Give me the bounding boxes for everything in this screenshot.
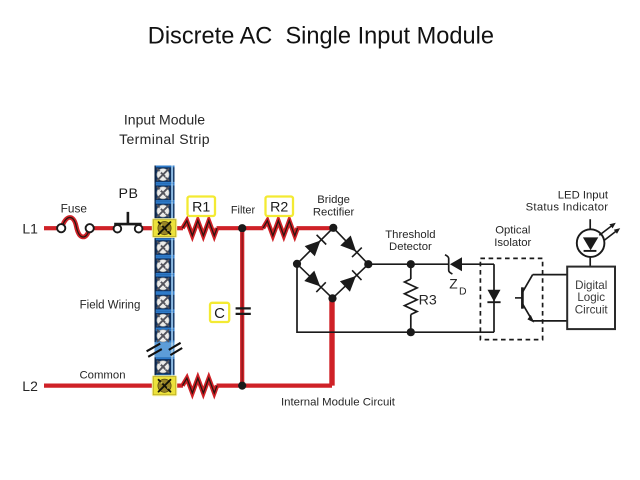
svg-text:Input Module: Input Module — [124, 112, 205, 128]
svg-text:Threshold: Threshold — [385, 229, 435, 241]
svg-text:Isolator: Isolator — [494, 237, 531, 249]
svg-text:Filter: Filter — [231, 205, 256, 217]
svg-text:D: D — [459, 286, 467, 298]
svg-text:Bridge: Bridge — [317, 194, 350, 206]
svg-text:Common: Common — [79, 369, 125, 381]
svg-text:Detector: Detector — [389, 241, 432, 253]
svg-text:R3: R3 — [419, 292, 437, 308]
svg-text:Status Indicator: Status Indicator — [526, 202, 609, 214]
svg-text:Field Wiring: Field Wiring — [80, 299, 141, 311]
svg-text:PB: PB — [119, 186, 139, 202]
svg-text:Rectifier: Rectifier — [313, 206, 355, 218]
svg-text:Internal Module Circuit: Internal Module Circuit — [281, 397, 396, 409]
svg-text:L2: L2 — [22, 378, 38, 394]
svg-text:Optical: Optical — [495, 225, 530, 237]
svg-text:R1: R1 — [192, 199, 210, 215]
svg-text:Circuit: Circuit — [575, 304, 609, 317]
svg-text:Digital: Digital — [575, 279, 607, 292]
svg-text:C: C — [214, 305, 225, 322]
svg-text:L1: L1 — [22, 220, 38, 236]
svg-text:Fuse: Fuse — [61, 202, 88, 216]
svg-text:R2: R2 — [270, 199, 288, 215]
svg-text:Discrete AC Single Input Modu: Discrete AC Single Input Module — [148, 23, 494, 49]
svg-text:LED Input: LED Input — [558, 189, 609, 201]
svg-text:Logic: Logic — [577, 291, 605, 304]
svg-text:Z: Z — [449, 277, 457, 292]
svg-text:Terminal Strip: Terminal Strip — [119, 131, 210, 147]
